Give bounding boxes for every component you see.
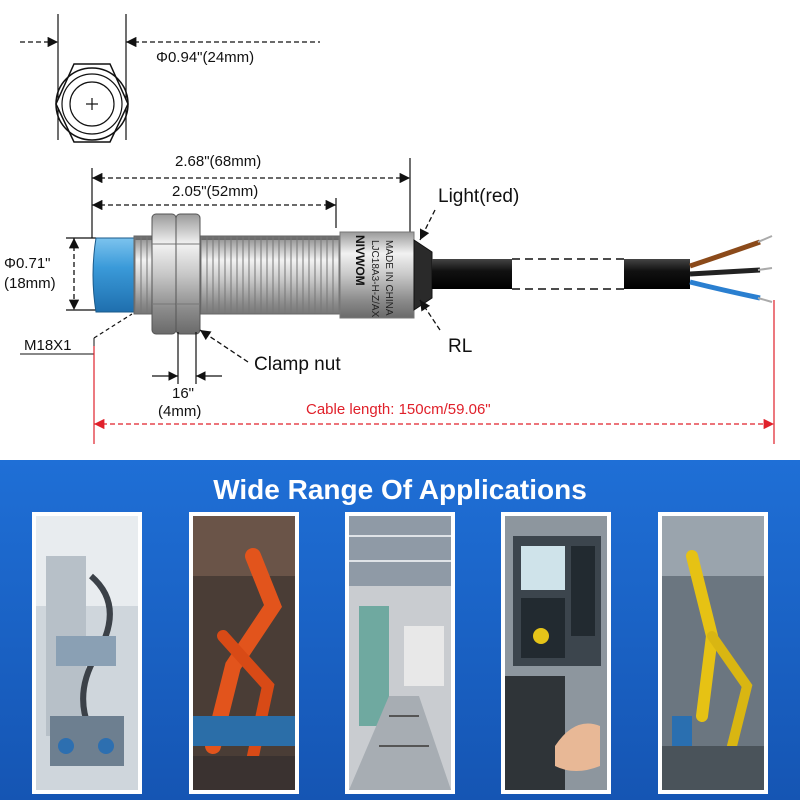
thread-spec-label: M18X1 (24, 337, 72, 354)
black-wire (689, 267, 761, 277)
factory-automation-image (32, 512, 142, 794)
applications-title: Wide Range Of Applications (213, 474, 587, 505)
cnc-control-panel-image (501, 512, 611, 794)
cable-segment-1 (432, 259, 512, 289)
sensor-brand-print: NIVWOM (353, 235, 367, 286)
hex-nut-end-view (20, 14, 320, 143)
nut-thickness-label-1: 16" (172, 385, 194, 402)
thread-length-label: 2.05"(52mm) (172, 183, 258, 200)
production-line-image (345, 512, 455, 794)
label-sleeve (339, 231, 415, 319)
total-length-label: 2.68"(68mm) (175, 153, 261, 170)
light-red-label: Light(red) (438, 186, 519, 207)
rear-cap (413, 239, 433, 311)
clamp-nut-left (151, 213, 177, 335)
sensor-dimension-diagram: Φ0.94"(24mm) 2.68"(68mm) 2.05"(52mm) Φ0.… (4, 14, 775, 444)
sensor-model-print: LJC18A3-H-Z/AX (369, 240, 380, 318)
proximity-sensor: NIVWOM LJC18A3-H-Z/AX MADE IN CHINA (92, 213, 773, 335)
nut-thickness-label-2: (4mm) (158, 403, 201, 420)
cable-segment-2 (624, 259, 690, 289)
clamp-nut-right (175, 213, 201, 335)
hex-diameter-label: Φ0.94"(24mm) (156, 49, 254, 66)
cable-length-label: Cable length: 150cm/59.06" (306, 401, 491, 418)
body-diameter-label-1: Φ0.71" (4, 255, 51, 272)
body-diameter-label-2: (18mm) (4, 275, 56, 292)
sensor-head (92, 237, 135, 313)
applications-section: Wide Range Of Applications (0, 460, 800, 800)
sensor-origin-print: MADE IN CHINA (383, 240, 394, 316)
robot-arm-welding-image (189, 512, 299, 794)
rl-label: RL (448, 336, 472, 357)
assembly-robot-image (658, 512, 768, 794)
brown-wire (689, 239, 761, 269)
blue-wire (689, 279, 761, 301)
clamp-nut-label: Clamp nut (254, 354, 341, 375)
